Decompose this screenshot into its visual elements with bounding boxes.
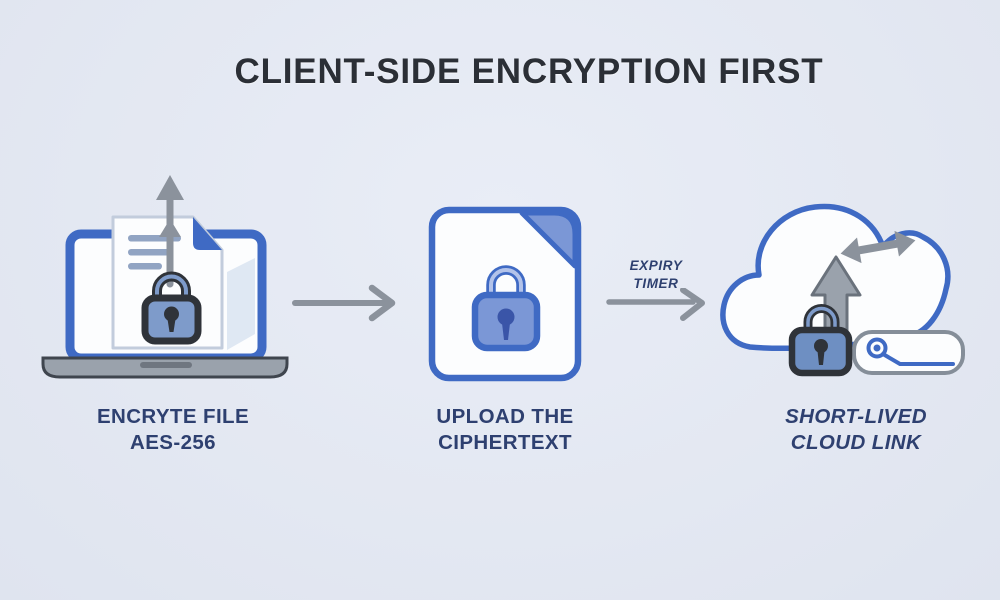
sync-double-arrow-icon	[840, 230, 916, 264]
encrypt-up-arrow-icon	[156, 175, 184, 288]
keyhole-icon	[497, 308, 515, 326]
expiry-timer-line2: TIMER	[633, 276, 679, 291]
step-label-line2: CLOUD LINK	[790, 431, 922, 454]
step-label-line2: CIPHERTEXT	[438, 431, 572, 454]
flow-arrow-2-icon	[606, 288, 705, 321]
step-label-line1: ENCRYTE FILE	[96, 405, 250, 428]
folded-corner-icon	[519, 210, 578, 269]
laptop-notch	[140, 362, 192, 368]
link-pill-icon	[852, 330, 965, 375]
step-label-cloud-link: SHORT-LIVED CLOUD LINK	[731, 404, 981, 456]
expiry-timer-label: EXPIRY TIMER	[597, 257, 715, 293]
step-label-upload: UPLOAD THE CIPHERTEXT	[380, 404, 630, 456]
ciphertext-file-lock-icon	[428, 206, 582, 382]
screen-reflection	[227, 258, 255, 350]
lock-icon	[141, 271, 202, 345]
keyhole-icon	[814, 339, 828, 353]
lock-icon	[471, 265, 541, 352]
page-title: CLIENT-SIDE ENCRYPTION FIRST	[234, 52, 824, 91]
lock-icon	[788, 304, 853, 377]
keyhole-icon	[164, 306, 179, 322]
key-link-icon	[866, 337, 955, 366]
step-label-line1: UPLOAD THE	[436, 405, 574, 428]
step-label-encrypt: ENCRYTE FILE AES-256	[48, 404, 298, 456]
cloud-lock-link-icon	[720, 203, 965, 377]
flow-arrow-1-icon	[292, 284, 396, 322]
step-label-line2: AES-256	[130, 431, 216, 454]
laptop-document-lock-icon	[41, 175, 289, 379]
folded-corner-icon	[193, 217, 222, 250]
step-label-line1: SHORT-LIVED	[785, 405, 927, 428]
expiry-timer-line1: EXPIRY	[629, 258, 683, 273]
